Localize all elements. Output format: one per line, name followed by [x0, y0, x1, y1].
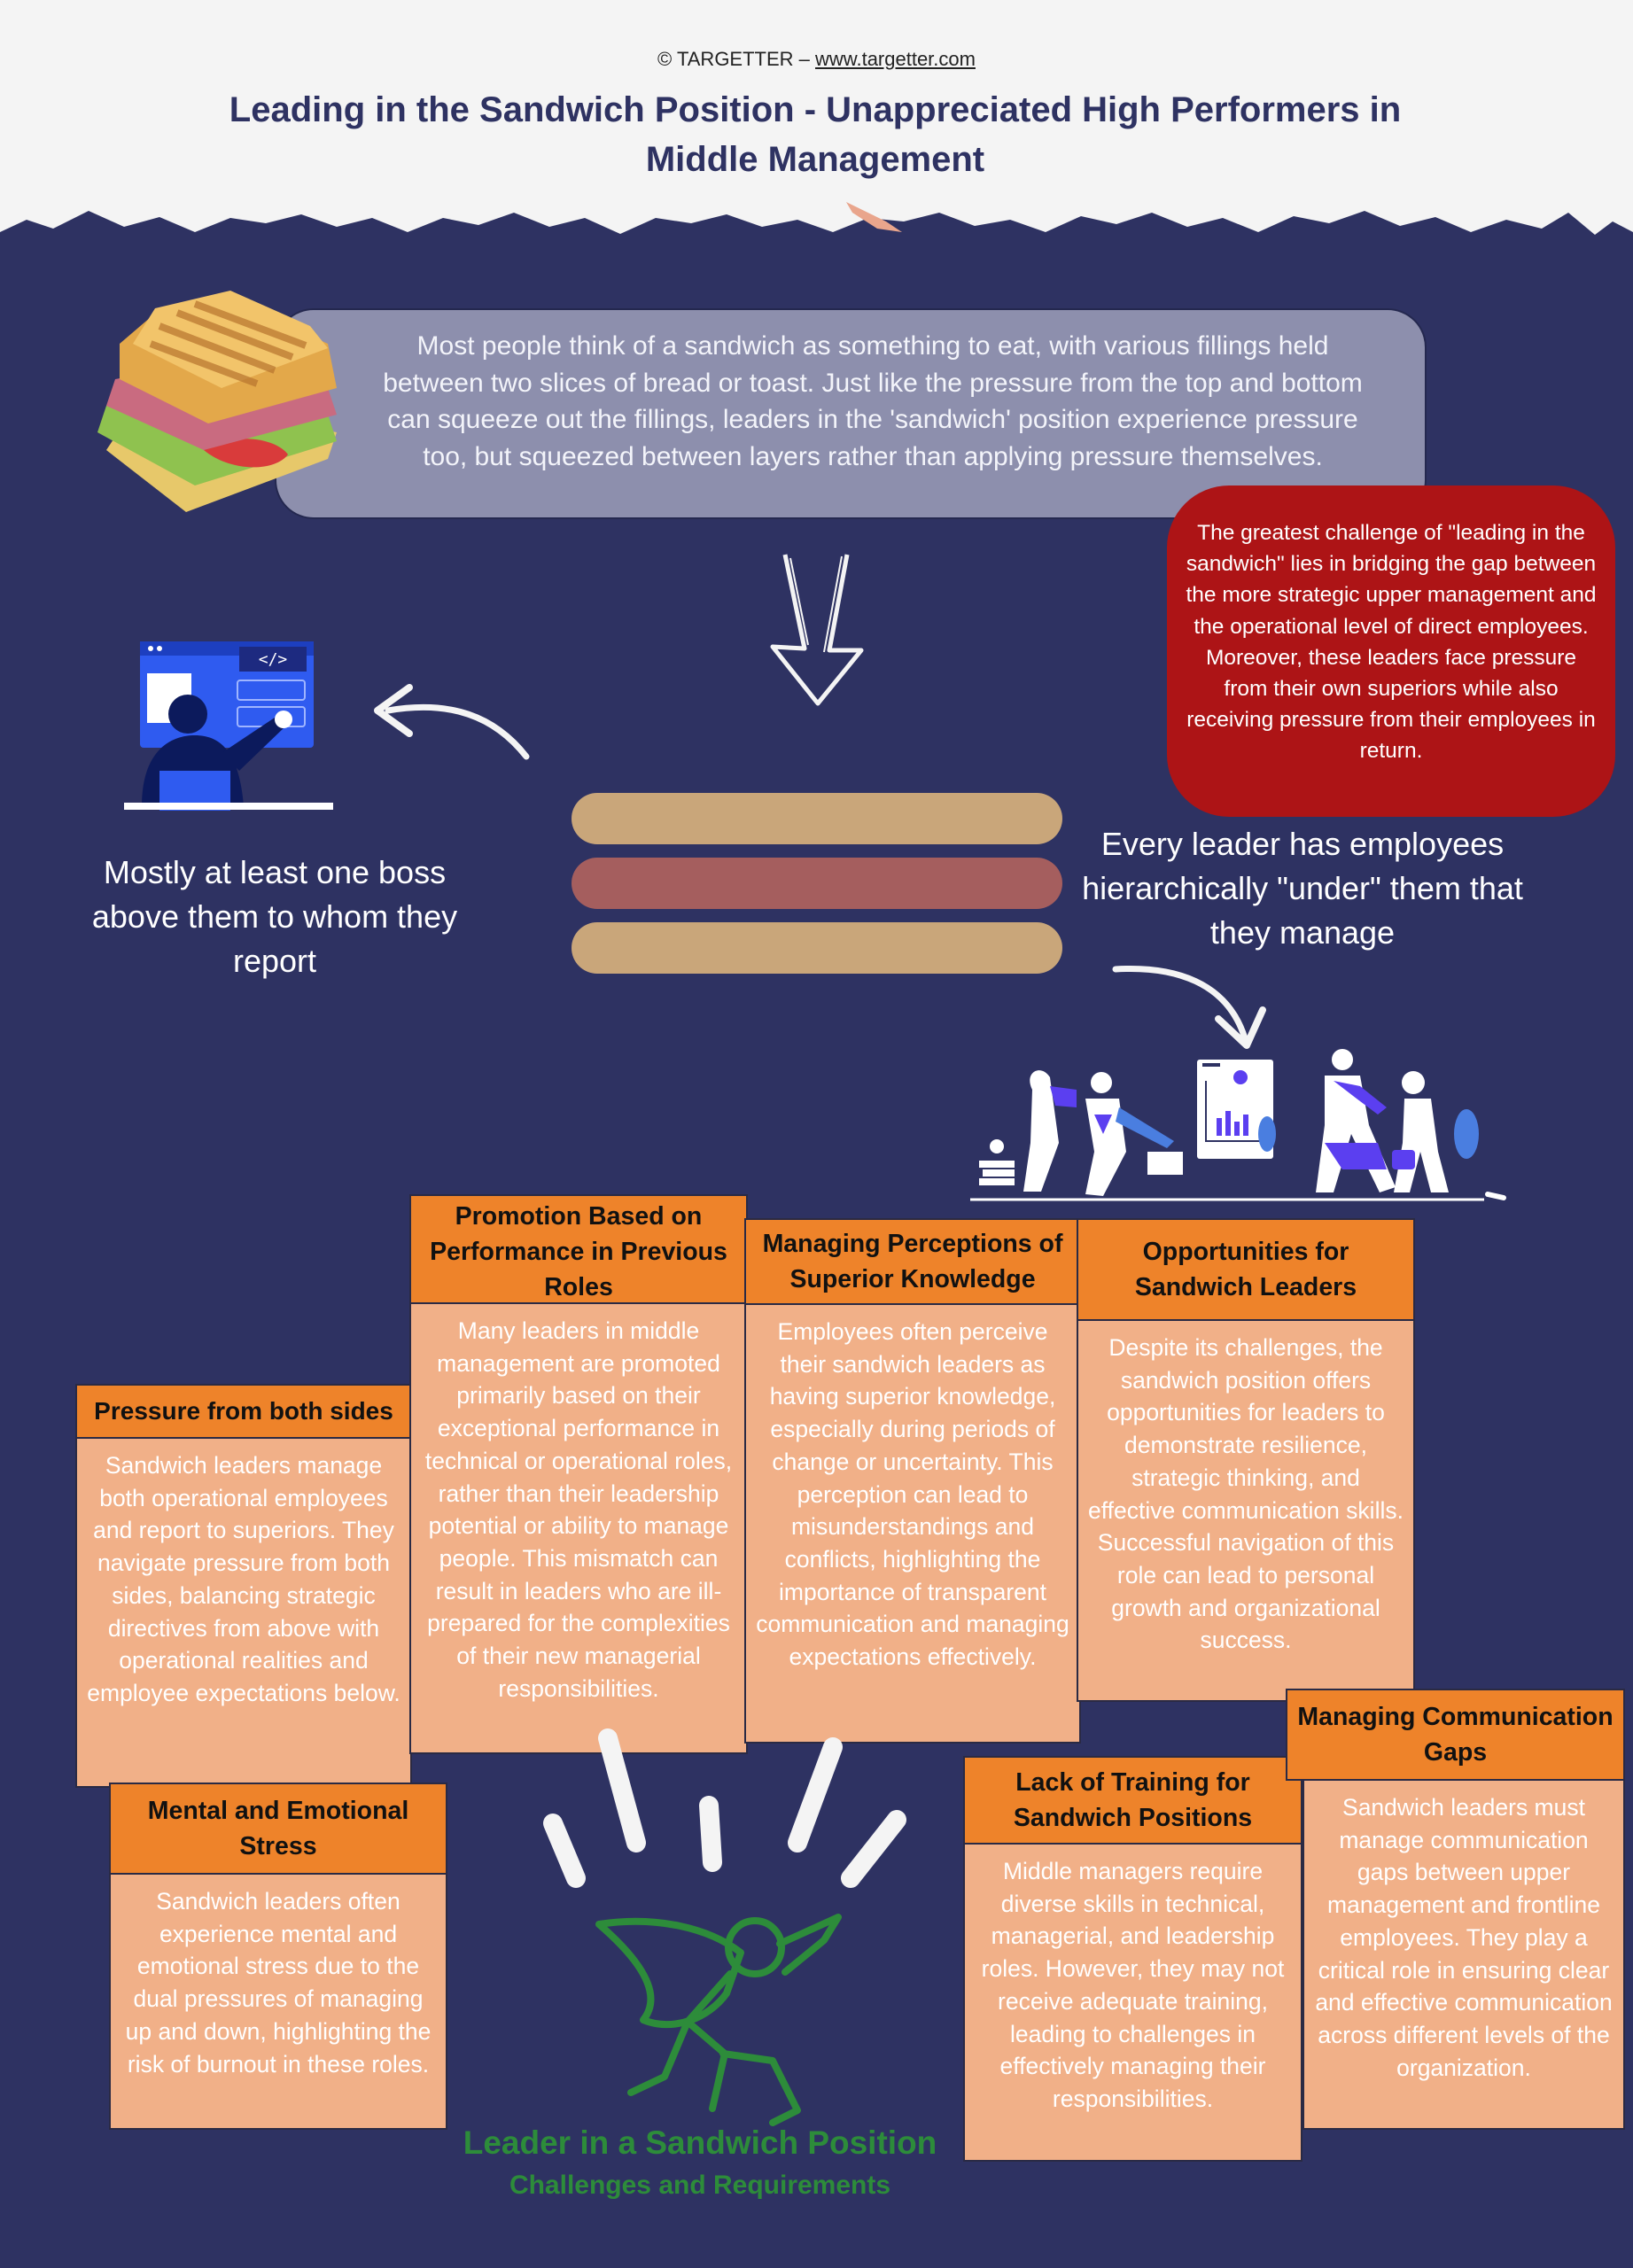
sandwich-bar-bottom — [572, 922, 1062, 974]
superhero-icon — [543, 1728, 906, 2126]
card-title-promotion: Promotion Based on Performance in Previo… — [409, 1194, 748, 1304]
curved-arrow-left-icon — [374, 684, 530, 760]
developer-illustration: </> — [124, 641, 333, 811]
card-body-training: Middle managers require diverse skills i… — [963, 1843, 1303, 2162]
card-body-perceptions: Employees often perceive their sandwich … — [744, 1303, 1081, 1744]
hero-title: Leader in a Sandwich Position — [463, 2124, 937, 2161]
boss-caption: Mostly at least one boss above them to w… — [91, 854, 458, 979]
intro-text: Most people think of a sandwich as somet… — [383, 331, 1363, 471]
card-title-training: Lack of Training for Sandwich Positions — [963, 1756, 1303, 1845]
website-link[interactable]: www.targetter.com — [815, 48, 976, 70]
card-body-promotion: Many leaders in middle management are pr… — [409, 1302, 748, 1754]
card-title-stress: Mental and Emotional Stress — [109, 1783, 447, 1875]
card-body-communication: Sandwich leaders must manage communicati… — [1303, 1779, 1625, 2130]
card-body-stress: Sandwich leaders often experience mental… — [109, 1873, 447, 2130]
card-title-pressure: Pressure from both sides — [75, 1384, 412, 1439]
curved-arrow-down-icon — [1112, 965, 1266, 1049]
page-title: Leading in the Sandwich Position - Unapp… — [229, 90, 1402, 179]
sandwich-illustration — [97, 291, 337, 512]
svg-text:</>: </> — [259, 650, 288, 669]
header-band — [0, 0, 1633, 235]
sandwich-icon — [97, 291, 337, 512]
team-illustration — [970, 1049, 1506, 1201]
copyright-line: © TARGETTER – www.targetter.com — [0, 48, 1633, 71]
challenge-box: The greatest challenge of "leading in th… — [1167, 485, 1615, 817]
card-title-opportunities: Opportunities for Sandwich Leaders — [1077, 1218, 1415, 1321]
card-body-pressure: Sandwich leaders manage both operational… — [75, 1437, 412, 1788]
employees-caption: Every leader has employees hierarchicall… — [1082, 826, 1523, 951]
copyright-text: © TARGETTER – — [657, 48, 816, 70]
down-arrow-icon — [770, 554, 864, 706]
sandwich-bar-top — [572, 793, 1062, 844]
hero-subtitle: Challenges and Requirements — [509, 2171, 891, 2200]
card-title-communication: Managing Communication Gaps — [1286, 1689, 1625, 1781]
card-title-perceptions: Managing Perceptions of Superior Knowled… — [744, 1218, 1081, 1305]
intro-bubble — [275, 308, 1427, 519]
sandwich-bar-middle — [572, 858, 1062, 909]
card-body-opportunities: Despite its challenges, the sandwich pos… — [1077, 1319, 1415, 1702]
